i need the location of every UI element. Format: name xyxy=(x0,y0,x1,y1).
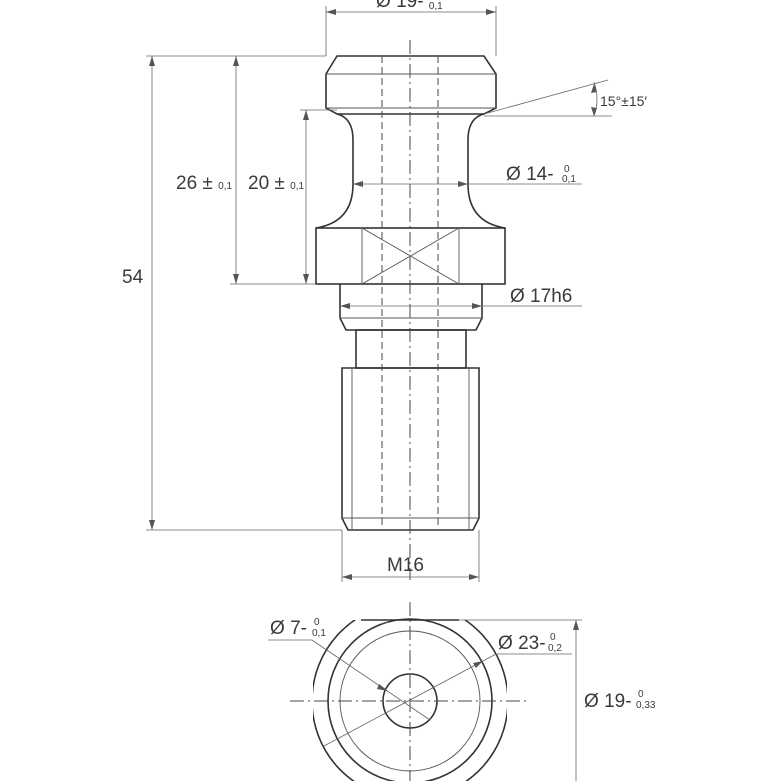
neck-diameter-arrow-left xyxy=(353,181,363,187)
flange-diameter-tol-upper: 0 xyxy=(550,632,556,643)
neck-diameter-tol-upper: 0 xyxy=(564,164,570,175)
neck-right-profile xyxy=(467,113,506,229)
length-54-arrow-top xyxy=(149,56,155,66)
length-20-arrow-top xyxy=(303,110,309,120)
collar-diameter-arrow-right xyxy=(472,303,482,309)
flat-width-tol-lower: 0,33 xyxy=(636,700,656,711)
neck-diameter-arrow-right xyxy=(458,181,468,187)
length-20-arrow-bottom xyxy=(303,274,309,284)
flat-width-tol-upper: 0 xyxy=(638,689,644,700)
end-view: Ø 7- 0 0,1 Ø 23- 0 0,2 Ø 19- 0 0,33 xyxy=(268,602,656,781)
angle-label: 15°±15′ xyxy=(600,93,647,109)
thread-arrow-right xyxy=(469,574,479,580)
neck-left-profile xyxy=(315,113,354,229)
length-26-arrow-top xyxy=(233,56,239,66)
length-54-arrow-bottom xyxy=(149,520,155,530)
bore-diameter-tol-lower: 0,1 xyxy=(312,628,326,639)
length-20-label: 20 ± 0,1 xyxy=(248,173,304,194)
collar-diameter-label: Ø 17h6 xyxy=(510,286,572,307)
top-diameter-label: Ø 19- 0,1 xyxy=(376,0,443,12)
flange-diameter-label: Ø 23- xyxy=(498,633,546,654)
flat-width-label: Ø 19- xyxy=(584,691,632,712)
undercut xyxy=(355,329,467,369)
hex-body xyxy=(315,227,506,285)
bore-diameter-arrow xyxy=(377,684,388,691)
top-diameter-arrow-left xyxy=(326,9,336,15)
bore-diameter-leader-diag xyxy=(311,639,431,721)
flange-diameter-arrow xyxy=(473,661,483,668)
angle-arrow-top xyxy=(591,84,597,93)
neck-diameter-label: Ø 14- xyxy=(506,164,554,185)
flange-diameter-leader-diag xyxy=(323,653,497,747)
angle-line-slanted xyxy=(483,79,609,115)
flat-width-arrow-top xyxy=(573,620,579,630)
length-26-label: 26 ± 0,1 xyxy=(176,173,232,194)
thread-label: M16 xyxy=(387,555,424,576)
flange-diameter-tol-lower: 0,2 xyxy=(548,643,562,654)
bore-diameter-tol-upper: 0 xyxy=(314,617,320,628)
collar-diameter-arrow-left xyxy=(340,303,350,309)
neck-diameter-tol-lower: 0,1 xyxy=(562,174,576,185)
wrench-flat-cross-b xyxy=(361,227,460,285)
head-outline xyxy=(325,55,497,115)
side-view: Ø 19- 0,1 15°±15′ Ø 14- 0 0,1 54 xyxy=(122,0,647,582)
angle-arrow-bottom xyxy=(591,107,597,116)
bore-diameter-label: Ø 7- xyxy=(270,618,307,639)
length-26-arrow-bottom xyxy=(233,274,239,284)
length-54-label: 54 xyxy=(122,267,144,288)
thread-arrow-left xyxy=(342,574,352,580)
top-diameter-arrow-right xyxy=(486,9,496,15)
collar-outline xyxy=(339,284,483,331)
